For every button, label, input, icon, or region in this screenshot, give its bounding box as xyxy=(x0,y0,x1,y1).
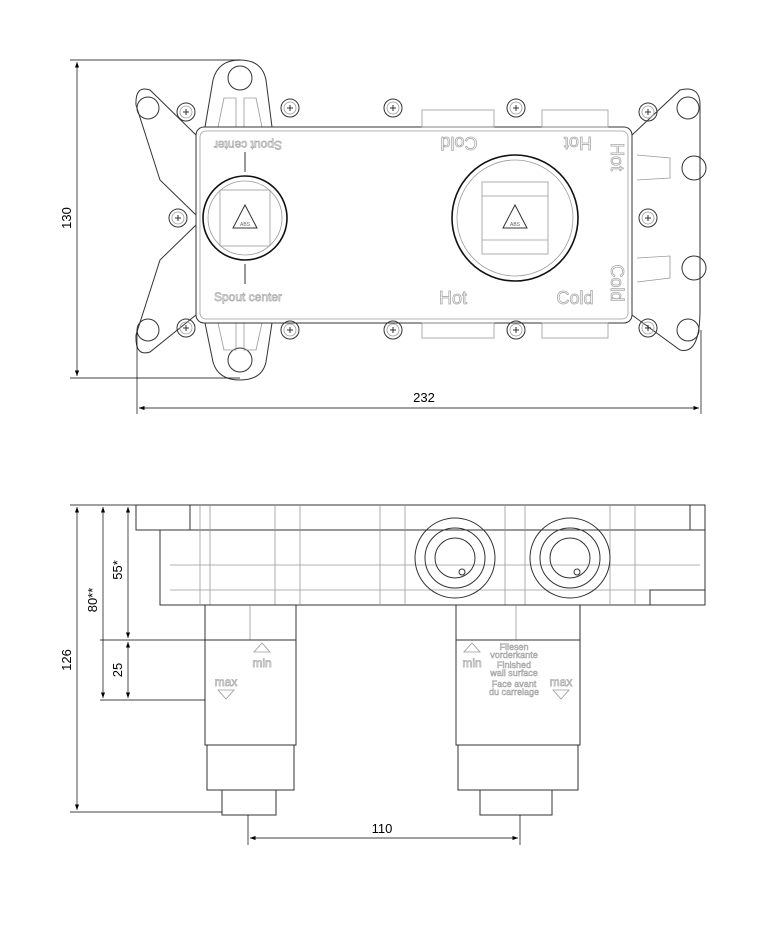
label-spout-center-bottom: Spout center xyxy=(214,290,282,304)
label-max: max xyxy=(550,675,573,689)
box-body xyxy=(195,126,633,324)
label-max: max xyxy=(215,675,238,689)
dimension-110: 110 xyxy=(247,815,521,845)
label-cold-top: Cold xyxy=(440,133,477,153)
recycle-label: ABS xyxy=(240,222,251,228)
label-min: min xyxy=(462,656,481,670)
svg-text:du carrelage: du carrelage xyxy=(489,687,539,697)
dimension-55: 55* xyxy=(110,507,131,638)
valve-pipe: min Fliesen vorderkante Finished wall su… xyxy=(455,604,581,816)
spout-outlet: ABS xyxy=(202,152,288,284)
dimension-232: 232 xyxy=(136,330,702,414)
recycle-label: ABS xyxy=(510,222,521,228)
recycle-icon xyxy=(502,203,528,229)
svg-text:110: 110 xyxy=(372,821,393,836)
label-hot-vertical: Hot xyxy=(607,143,627,171)
svg-text:wall surface: wall surface xyxy=(489,668,538,678)
svg-text:232: 232 xyxy=(413,390,435,405)
label-cold-vertical: Cold xyxy=(607,264,627,301)
dimension-130: 130 xyxy=(59,59,240,379)
svg-text:55*: 55* xyxy=(110,560,125,580)
svg-text:Finished: Finished xyxy=(497,660,531,670)
svg-text:126: 126 xyxy=(59,649,74,671)
arrow-up-icon xyxy=(253,642,271,653)
arrow-up-icon xyxy=(463,642,481,653)
mounting-brackets xyxy=(135,59,707,381)
recycle-icon xyxy=(232,203,258,229)
svg-text:Face avant: Face avant xyxy=(492,679,537,689)
arrow-down-icon xyxy=(217,689,235,700)
label-hot-top: Hot xyxy=(564,133,592,153)
label-hot-bottom: Hot xyxy=(439,288,467,308)
svg-text:vorderkante: vorderkante xyxy=(490,650,538,660)
svg-text:130: 130 xyxy=(59,207,74,229)
hot-inlet-fitting xyxy=(414,517,496,599)
svg-text:Fliesen: Fliesen xyxy=(499,642,528,652)
svg-text:25: 25 xyxy=(110,663,125,677)
spout-pipe: min max xyxy=(204,604,297,816)
arrow-down-icon xyxy=(552,689,570,700)
dimension-25: 25 xyxy=(110,642,131,698)
label-min: min xyxy=(252,656,271,670)
label-spout-center-top: Spout center xyxy=(214,138,282,152)
svg-text:80**: 80** xyxy=(85,588,100,613)
dimension-126: 126 xyxy=(59,507,80,810)
top-flange xyxy=(135,504,706,531)
label-cold-bottom: Cold xyxy=(556,288,593,308)
dimension-80: 80** xyxy=(85,507,106,698)
top-view: ABS ABS Spout center Spout center Cold H… xyxy=(59,59,707,414)
valve-outlet: ABS xyxy=(451,154,579,282)
side-view: min max min Fliesen vorderkante Finished… xyxy=(59,504,706,845)
cold-inlet-fitting xyxy=(529,517,611,599)
